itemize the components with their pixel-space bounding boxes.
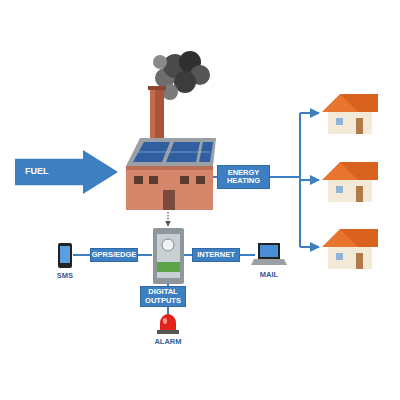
factory-door [163, 190, 175, 210]
device-label: MAIL [249, 270, 289, 279]
beacon-base [157, 330, 179, 334]
house-door [356, 118, 363, 134]
energy-line [300, 112, 319, 114]
output-box: ENERGY HEATING [217, 165, 270, 189]
laptop-screen [260, 245, 278, 257]
device-label: ALARM [143, 337, 193, 346]
house-window [336, 118, 343, 125]
house-roof [322, 229, 378, 247]
laptop-base [251, 259, 287, 265]
node-text: DIGITAL OUTPUTS [141, 288, 185, 305]
house-wall [328, 245, 372, 269]
house-window [336, 186, 343, 193]
factory-window [149, 176, 158, 184]
factory [126, 138, 216, 210]
alarm-beacon [157, 314, 179, 334]
node-text: ENERGY HEATING [218, 169, 269, 186]
house-door [356, 253, 363, 269]
arrow-body [15, 150, 118, 194]
dotted-link [167, 212, 168, 226]
energy-line [300, 179, 319, 181]
house-roof-side [340, 94, 378, 112]
data-logger [153, 228, 184, 284]
house-roof [322, 162, 378, 180]
logger-front [157, 234, 180, 278]
logger-logo [162, 239, 174, 251]
factory-eave [126, 166, 213, 170]
logger-strip [157, 262, 180, 272]
factory-roof [126, 138, 216, 166]
phone-screen [60, 246, 70, 263]
factory-window [134, 176, 143, 184]
house-window [336, 253, 343, 260]
house-wall [328, 110, 372, 134]
house-roof-side [340, 229, 378, 247]
smoke-puff [153, 55, 167, 69]
house [322, 94, 378, 134]
node-text: GPRS/EDGE [92, 251, 137, 259]
factory-window [180, 176, 189, 184]
beacon-dome [160, 314, 176, 330]
phone-body [58, 243, 72, 268]
factory-window [196, 176, 205, 184]
phone [58, 243, 72, 268]
node-text: FUEL [25, 167, 49, 177]
factory-wall [126, 166, 213, 210]
laptop-screen-frame [258, 243, 280, 259]
house-door [356, 186, 363, 202]
channel-box: GPRS/EDGE [90, 248, 138, 262]
house-roof-side [340, 162, 378, 180]
channel-box: DIGITAL OUTPUTS [140, 286, 186, 307]
energy-line [300, 246, 319, 248]
house [322, 162, 378, 202]
beacon-shine [163, 318, 167, 324]
chimney-top [148, 86, 166, 90]
house-roof [322, 94, 378, 112]
energy-lines [213, 113, 319, 247]
house [322, 229, 378, 269]
input-arrow: FUEL [15, 150, 118, 194]
channel-box: INTERNET [192, 248, 240, 262]
device-label: SMS [45, 271, 85, 280]
logger-case [153, 228, 184, 284]
node-text: INTERNET [197, 251, 235, 259]
panel-grid [138, 152, 210, 153]
laptop [251, 243, 287, 265]
house-wall [328, 178, 372, 202]
